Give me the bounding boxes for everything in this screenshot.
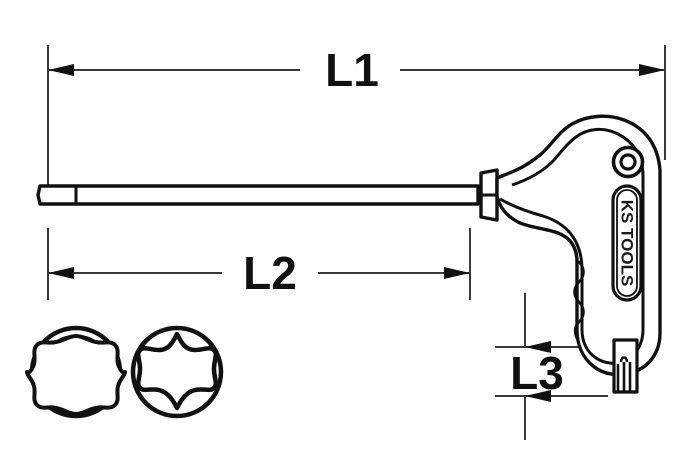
short-torx-tip <box>612 338 639 394</box>
external-torx-profile <box>25 325 127 419</box>
l3-label: L3 <box>510 347 564 399</box>
shaft-collar <box>479 168 499 222</box>
shaft-body <box>36 184 480 206</box>
brand-badge: KS TOOLS <box>611 184 643 302</box>
handle-grip-texture <box>573 260 585 342</box>
dimension-l2: L2 <box>47 228 471 300</box>
internal-torx-profile <box>130 325 224 419</box>
brand-capsule-inner-outline <box>616 189 638 297</box>
l1-label: L1 <box>325 44 379 96</box>
hanging-hole-inner-circle <box>619 153 637 171</box>
external-profile-lobe-star <box>25 334 127 416</box>
dimension-l1: L1 <box>47 44 666 205</box>
long-shaft <box>36 184 480 206</box>
dimension-l3: L3 <box>495 293 608 440</box>
brand-label: KS TOOLS <box>618 200 637 287</box>
l2-label: L2 <box>243 247 297 299</box>
torx-tip-flute-crown <box>619 356 629 363</box>
internal-profile-star <box>135 331 219 411</box>
hanging-hole <box>611 145 645 179</box>
